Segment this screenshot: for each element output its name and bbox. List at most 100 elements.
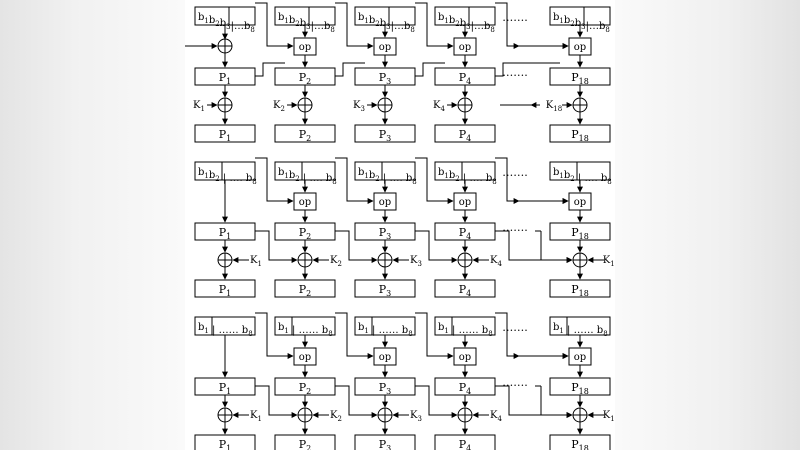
output-box (549, 124, 611, 143)
figure-panel: b1b2b3|…b8K1P1K1P1b1b2b3|…b8opP2K2P2b1b2… (185, 0, 615, 450)
right-blur-background (615, 0, 800, 450)
p-label: P18 (571, 71, 589, 86)
op-label: op (459, 42, 471, 53)
input-bits-label: b1 | …… b8 (198, 322, 253, 338)
p-feedback (335, 62, 365, 77)
p-feedback (415, 230, 458, 263)
input-bits-label: b1b2b3|…b8 (438, 12, 495, 34)
input-feedback (255, 312, 294, 359)
p-feedback (255, 62, 285, 77)
output-box (194, 434, 256, 450)
input-bits-label: b1b2 | …. b8 (438, 167, 497, 186)
p-label: P1 (219, 71, 232, 86)
input-feedback (255, 157, 294, 204)
input-bits-label: b1b2 | …. b8 (358, 167, 417, 186)
output-box (434, 279, 496, 298)
p-label: P4 (459, 381, 472, 396)
key-label: K2 (273, 100, 285, 113)
input-feedback (335, 312, 374, 359)
p-feedback (335, 230, 378, 263)
output-box (194, 279, 256, 298)
op-label: op (379, 197, 391, 208)
lead-feedback (540, 386, 573, 418)
output-label: P2 (299, 283, 312, 298)
input-bits-label: b1b2b3|…b8 (198, 12, 255, 34)
key-label: K18 (603, 255, 615, 268)
output-box (354, 124, 416, 143)
p-label: P18 (571, 226, 589, 241)
p-label: P3 (379, 381, 392, 396)
output-box (434, 124, 496, 143)
p-label: P2 (299, 71, 312, 86)
ellipsis-mid: ……. (502, 376, 528, 389)
input-bits-label: b1b2 | …. b8 (278, 167, 337, 186)
output-label: P1 (219, 438, 232, 450)
output-box (434, 434, 496, 450)
p-feedback (495, 62, 560, 77)
p-feedback (335, 385, 378, 418)
p-label: P2 (299, 226, 312, 241)
op-label: op (299, 197, 311, 208)
p-feedback (415, 385, 458, 418)
p-label: P4 (459, 71, 472, 86)
output-box (194, 124, 256, 143)
p-label: P1 (219, 381, 232, 396)
left-blur-background (0, 0, 185, 450)
key-label: K2 (330, 255, 342, 268)
output-label: P18 (571, 438, 589, 450)
input-feedback (415, 157, 454, 204)
key-label: K4 (490, 255, 502, 268)
key-label: K18 (546, 100, 562, 113)
output-label: P18 (571, 283, 589, 298)
key-label: K3 (353, 100, 365, 113)
key-label: K1 (250, 255, 262, 268)
output-label: P4 (459, 438, 472, 450)
output-label: P2 (299, 128, 312, 143)
input-feedback (415, 312, 454, 359)
key-label: K1 (250, 410, 262, 423)
input-bits-label: b1b2b3|…b8 (553, 12, 610, 34)
input-feedback (335, 157, 374, 204)
input-bits-label: b1 | …… b8 (278, 322, 333, 338)
op-label: op (574, 42, 586, 53)
p-feedback (255, 230, 298, 263)
input-feedback (255, 2, 294, 49)
output-label: P1 (219, 128, 232, 143)
ellipsis-top: ……. (502, 166, 528, 179)
input-bits-label: b1b2 | …. b8 (198, 167, 257, 186)
output-label: P2 (299, 438, 312, 450)
output-box (549, 434, 611, 450)
p-label: P3 (379, 226, 392, 241)
op-label: op (459, 197, 471, 208)
feedback-chain-diagram: b1b2b3|…b8K1P1K1P1b1b2b3|…b8opP2K2P2b1b2… (185, 2, 615, 450)
op-label: op (299, 42, 311, 53)
p-label: P4 (459, 226, 472, 241)
output-label: P4 (459, 128, 472, 143)
input-bits-label: b1b2b3|…b8 (278, 12, 335, 34)
key-label: K18 (603, 410, 615, 423)
op-label: op (299, 352, 311, 363)
output-box (274, 124, 336, 143)
key-label: K4 (490, 410, 502, 423)
input-bits-label: b1 | …… b8 (358, 322, 413, 338)
output-label: P4 (459, 283, 472, 298)
ellipsis-top: ……. (502, 321, 528, 334)
key-label: K2 (330, 410, 342, 423)
input-bits-label: b1 | …… b8 (438, 322, 493, 338)
op-label: op (459, 352, 471, 363)
ellipsis-mid: ……. (502, 221, 528, 234)
op-label: op (379, 42, 391, 53)
output-label: P3 (379, 438, 392, 450)
input-bits-label: b1b2b3|…b8 (358, 12, 415, 34)
output-box (274, 434, 336, 450)
lead-feedback (540, 231, 573, 263)
key-label: K3 (410, 255, 422, 268)
input-feedback (335, 2, 374, 49)
op-label: op (379, 352, 391, 363)
key-label: K4 (433, 100, 445, 113)
output-label: P1 (219, 283, 232, 298)
p-label: P3 (379, 71, 392, 86)
output-box (354, 279, 416, 298)
input-bits-label: b1b2 | …. b8 (553, 167, 612, 186)
input-bits-label: b1 | …… b8 (553, 322, 608, 338)
